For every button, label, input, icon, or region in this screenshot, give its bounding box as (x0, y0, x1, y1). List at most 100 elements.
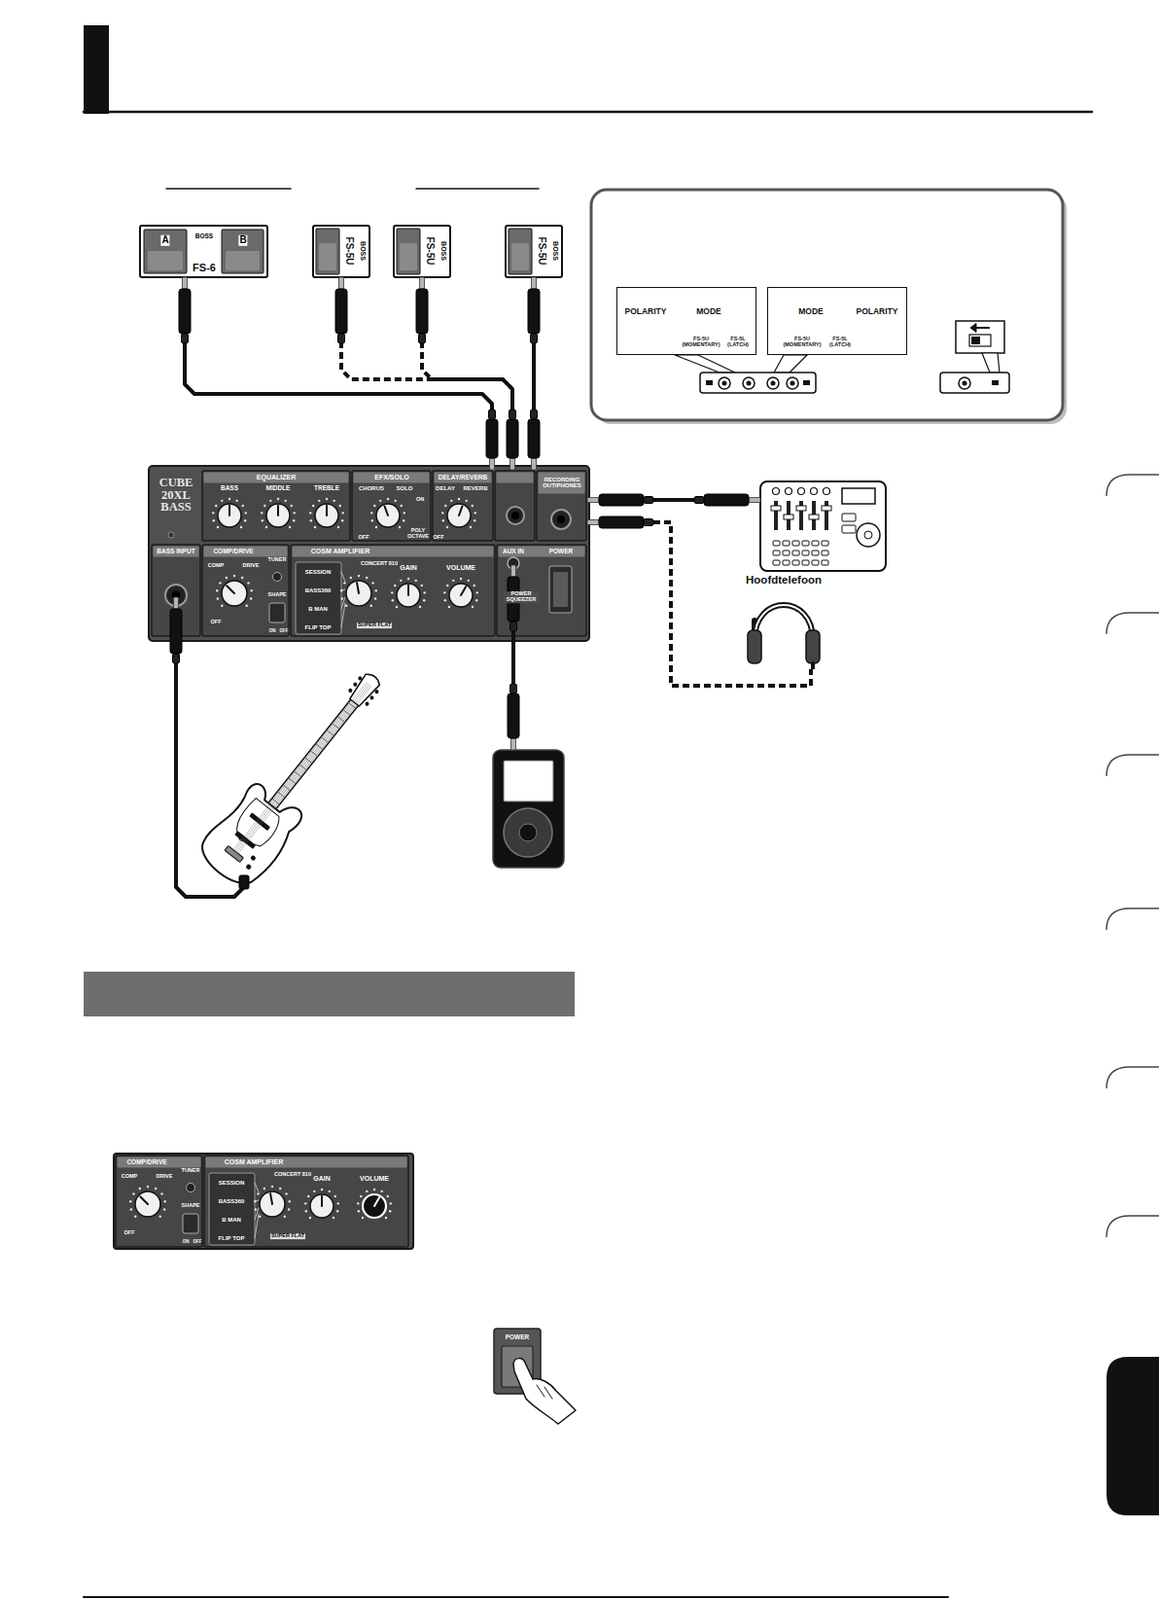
amp-type-box (209, 1172, 255, 1245)
scale-dot (446, 584, 449, 587)
scale-dot (332, 1216, 335, 1219)
node-label: FS-5U (424, 237, 436, 266)
scale-dot (336, 1209, 339, 1212)
scale-dot (475, 598, 478, 601)
panel-label: OFF (193, 1239, 203, 1245)
scale-dot (474, 511, 477, 514)
footer-rule (83, 1595, 949, 1598)
string (234, 683, 369, 853)
panel-label: REVERB (462, 485, 488, 492)
panel-label: VOLUME (446, 563, 476, 571)
finger-line (536, 1384, 545, 1397)
panel-label: OFF (280, 629, 289, 634)
plug-tip (182, 277, 188, 289)
knob-pointer (385, 505, 388, 516)
section-header (206, 1157, 408, 1168)
switch-mark (991, 380, 999, 386)
fret (299, 764, 308, 771)
tuner-peg (364, 701, 371, 707)
arrow-head (970, 323, 977, 333)
panel-label: CONCERT 810 (360, 561, 398, 567)
node-label: FS-5U (MOMENTARY) (779, 335, 825, 348)
knob-pointer (320, 1195, 323, 1206)
section-header (496, 472, 534, 484)
knob-pointer (277, 505, 280, 516)
scale-dot (357, 574, 360, 577)
section-title: COSM AMPLIFIER (311, 547, 370, 555)
string (232, 682, 367, 852)
pedal-plate-inset (225, 250, 260, 271)
scale-dot (258, 1215, 261, 1218)
tab-divider (1106, 754, 1159, 776)
panel-label: DELAY (435, 485, 456, 492)
scale-dot (246, 581, 249, 584)
scale-dot (154, 1187, 157, 1190)
plug-body (506, 419, 519, 458)
panel-label: OFF (358, 534, 370, 541)
scale-dot (240, 526, 243, 528)
headphones-icon (738, 571, 829, 669)
plug-relief (509, 409, 517, 420)
panel-label: SUPER FLAT (270, 1232, 306, 1239)
panel-label: SESSION (305, 568, 332, 575)
panel-section (351, 470, 431, 541)
fret (320, 736, 329, 742)
bass-guitar (193, 656, 403, 895)
selector-line (254, 1213, 259, 1238)
scale-dot (304, 1201, 307, 1204)
panel-label: TUNER (268, 557, 287, 563)
scale-dot (320, 1188, 323, 1191)
jack-hole (962, 381, 968, 387)
panel-label: VOLUME (359, 1174, 389, 1182)
panel-label: BASS360 (218, 1197, 246, 1204)
panel-label: SESSION (218, 1179, 246, 1186)
fret (282, 784, 291, 791)
fret (304, 757, 313, 764)
scale-dot (214, 504, 217, 507)
jack-hole (771, 381, 776, 387)
recorder-knob (785, 488, 793, 495)
plug-body (507, 693, 520, 738)
control-knob (217, 503, 242, 527)
scale-dot (373, 1188, 376, 1191)
pedal-plate-inset (147, 250, 183, 271)
tuner-peg (369, 695, 376, 702)
section-title: BASS INPUT (156, 548, 195, 556)
section-title: DELAY/REVERB (438, 474, 488, 482)
screw (168, 531, 175, 538)
control-knob (259, 1191, 285, 1217)
pedal-housing (393, 225, 451, 278)
panel-label: DRIVE (156, 1173, 174, 1180)
recorder-knob (823, 488, 831, 495)
scale-dot (317, 499, 320, 502)
section-title: AUX IN (502, 548, 525, 556)
scale-dot (305, 1209, 308, 1212)
scale-dot (328, 1190, 331, 1193)
scale-dot (342, 511, 345, 514)
scale-dot (379, 499, 382, 502)
jack-hole (790, 381, 796, 387)
scale-dot (471, 605, 474, 608)
pedal-plate (221, 229, 264, 274)
scale-dot (450, 499, 453, 502)
title-rule (83, 110, 1092, 114)
pedal-plate-inset (511, 243, 529, 271)
scale-dot (403, 511, 406, 514)
pickup (234, 830, 256, 849)
shape-button (182, 1213, 199, 1233)
wheel-center (519, 823, 537, 842)
tuner-peg (374, 688, 381, 695)
scale-dot (473, 519, 476, 522)
leader-tab (982, 352, 1000, 373)
scale-dot (312, 504, 315, 507)
panel-section (290, 544, 495, 636)
headband (754, 604, 813, 640)
scale-dot (443, 591, 446, 594)
scale-dot (388, 1209, 391, 1212)
panel-label: COMP (121, 1173, 139, 1180)
control-knob-small (249, 854, 257, 862)
scale-dot (130, 1207, 133, 1210)
finger-line (544, 1386, 553, 1399)
plug-tip (511, 737, 517, 750)
